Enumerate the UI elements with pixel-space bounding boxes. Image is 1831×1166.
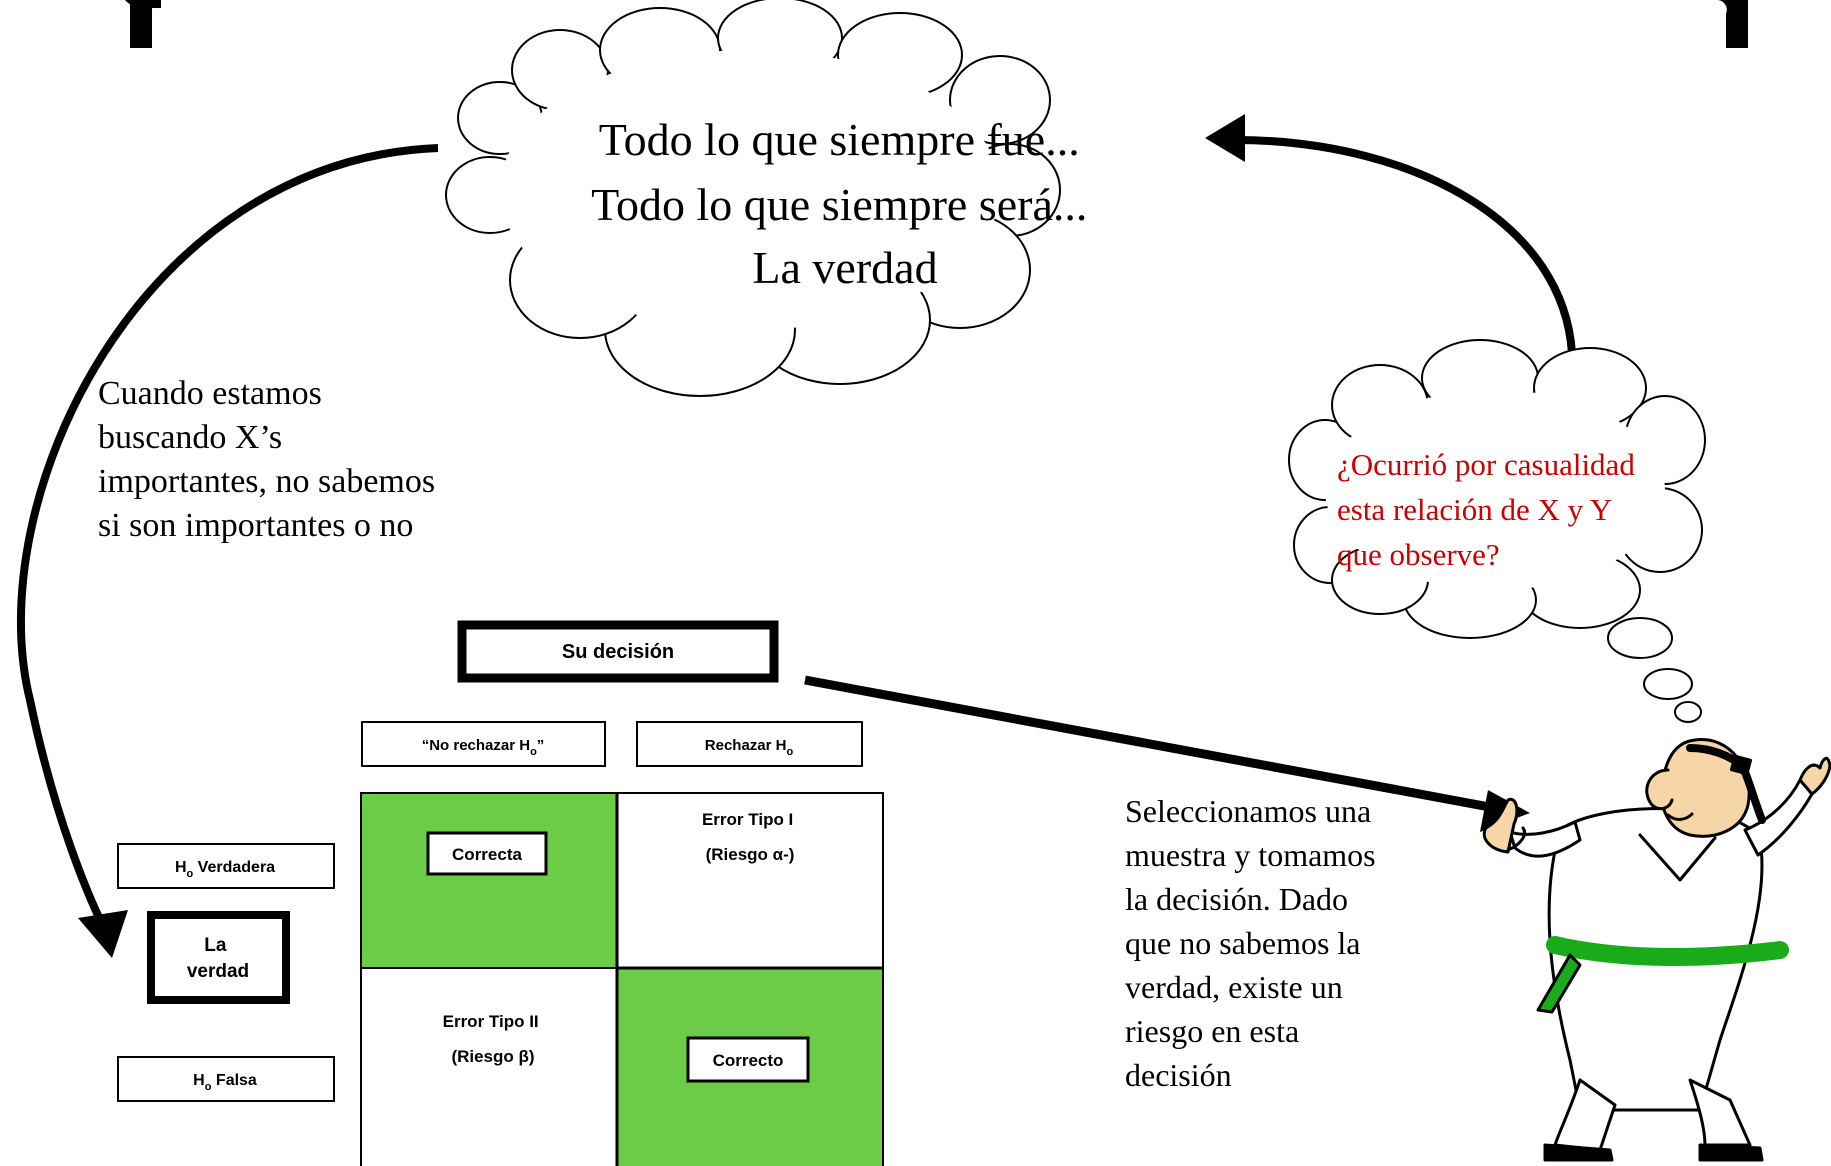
error2-line-1: Error Tipo II [443, 1012, 539, 1031]
cloud-line-1: Todo lo que siempre fue... [599, 114, 1080, 165]
svg-text:Ho Verdadera: Ho Verdadera [175, 859, 275, 880]
row2-sub: o [205, 1081, 212, 1093]
right-note-line-7: decisión [1125, 1057, 1232, 1093]
cell-error-2 [360, 967, 618, 1166]
svg-text:Seleccionamos una muestra: Seleccionamos una muestra y tomamos la d… [1125, 793, 1384, 1093]
right-note-line-2: muestra y tomamos [1125, 837, 1376, 873]
svg-text:Cuando estamos buscando X’: Cuando estamos buscando X’s importantes,… [98, 375, 444, 544]
correct-label-2: Correcto [713, 1051, 784, 1070]
right-note-line-6: riesgo en esta [1125, 1013, 1299, 1049]
cell-error-1 [616, 792, 884, 969]
col-header-no-reject [361, 721, 606, 767]
svg-text:Todo lo que siempre fue...: Todo lo que siempre fue... Todo lo que s… [591, 114, 1099, 293]
question-line-3: que observe? [1337, 537, 1500, 572]
col2-prefix: Rechazar H [705, 737, 787, 754]
error2-line-2: (Riesgo β) [451, 1047, 534, 1066]
title-fragment [125, 0, 1748, 48]
thinking-character [1482, 738, 1831, 1162]
cell-correct-1 [360, 792, 618, 969]
col2-sub: o [786, 746, 793, 758]
row1-suffix: Verdadera [193, 859, 275, 876]
svg-text:La verdad: La verdad [187, 935, 249, 982]
svg-text:Error Tipo II (Riesgo β): Error Tipo II (Riesgo β) [443, 1012, 544, 1066]
left-note-line-2: buscando X’s [98, 419, 282, 456]
cloud-line-3: La verdad [752, 242, 937, 293]
truth-title-line-1: La [204, 935, 227, 956]
decision-title-box [457, 620, 779, 683]
decision-title: Su decisión [562, 641, 674, 663]
truth-title-line-2: verdad [187, 961, 249, 982]
row-header-h0-false [117, 1056, 335, 1102]
row1-prefix: H [175, 859, 187, 876]
svg-text:¿Ocurrió por casualidad es: ¿Ocurrió por casualidad esta relación de… [1337, 447, 1643, 572]
left-curved-arrow [17, 144, 439, 958]
row2-suffix: Falsa [211, 1072, 256, 1089]
svg-text:“No rechazar Ho”: “No rechazar Ho” [422, 737, 545, 758]
right-curved-arrow [1205, 114, 1577, 376]
bubble-trail [1607, 617, 1702, 723]
cloud-line-2: Todo lo que siempre será... [591, 179, 1087, 230]
question-line-1: ¿Ocurrió por casualidad [1337, 447, 1635, 482]
right-note-line-5: verdad, existe un [1125, 969, 1343, 1005]
correct-box-1 [426, 831, 548, 876]
svg-text:Ho Falsa: Ho Falsa [193, 1072, 257, 1093]
row1-sub: o [187, 868, 194, 880]
col1-suffix: ” [537, 737, 545, 754]
correct-label-1: Correcta [452, 845, 522, 864]
truth-cloud [445, 0, 1061, 397]
col1-prefix: “No rechazar H [422, 737, 530, 754]
question-line-2: esta relación de X y Y [1337, 492, 1612, 527]
error1-line-1: Error Tipo I [702, 810, 793, 829]
row2-prefix: H [193, 1072, 205, 1089]
error1-line-2: (Riesgo α-) [706, 845, 795, 864]
left-note-line-1: Cuando estamos [98, 375, 322, 412]
col-header-reject [636, 721, 863, 767]
right-note-line-4: que no sabemos la [1125, 925, 1361, 961]
row-header-h0-true [117, 843, 335, 889]
svg-text:Error Tipo I (Riesgo α-): Error Tipo I (Riesgo α-) [702, 810, 798, 864]
left-note-line-3: importantes, no sabemos [98, 463, 435, 500]
right-note-line-1: Seleccionamos una [1125, 793, 1371, 829]
correct-box-2 [686, 1036, 810, 1083]
left-note-line-4: si son importantes o no [98, 507, 413, 544]
truth-title-box [147, 911, 290, 1004]
right-note-line-3: la decisión. Dado [1125, 881, 1348, 917]
svg-text:Rechazar Ho: Rechazar Ho [705, 737, 794, 758]
col1-sub: o [530, 746, 537, 758]
question-bubble [1288, 339, 1706, 639]
